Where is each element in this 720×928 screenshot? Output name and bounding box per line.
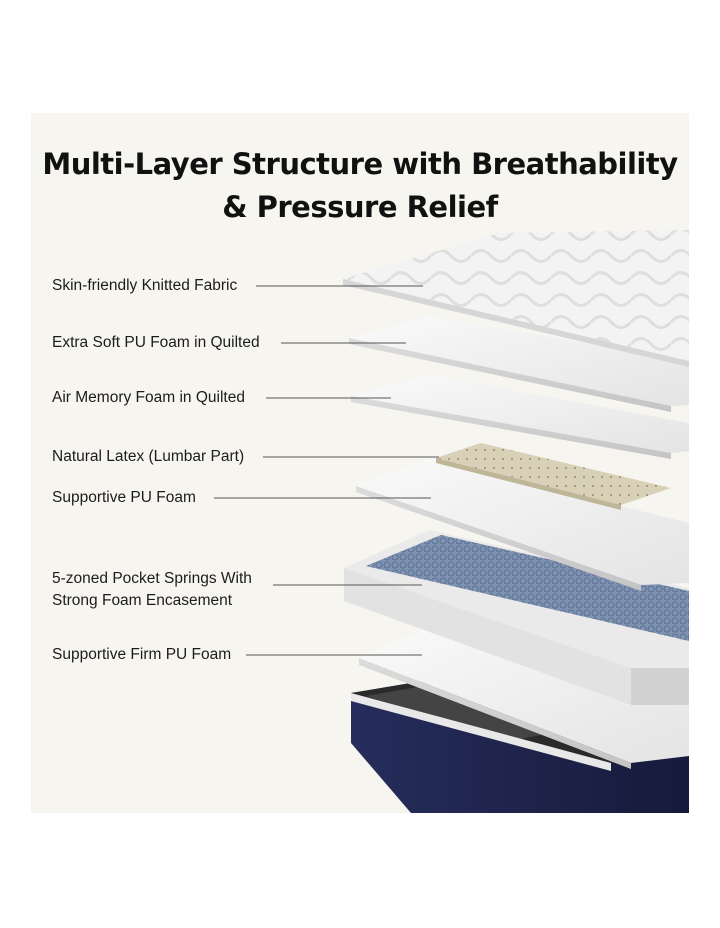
- label-memory-foam: Air Memory Foam in Quilted: [52, 389, 245, 406]
- mattress-base: [351, 680, 689, 813]
- label-firm-foam: Supportive Firm PU Foam: [52, 646, 232, 663]
- mattress-layers-illustration: [214, 230, 689, 813]
- leader-lines: [214, 285, 439, 656]
- product-infographic: Multi-Layer Structure with Breathability…: [31, 113, 689, 813]
- title-line-1: Multi-Layer Structure with Breathability: [42, 147, 678, 181]
- label-supportive-foam: Supportive PU Foam: [52, 489, 196, 506]
- layer-memory-foam: [351, 375, 689, 459]
- label-latex: Natural Latex (Lumbar Part): [52, 448, 245, 465]
- layer-pocket-springs: [344, 530, 689, 705]
- page-title: Multi-Layer Structure with Breathability…: [31, 143, 689, 229]
- layer-firm-foam: [359, 628, 689, 769]
- label-pocket-springs-line-2: Strong Foam Encasement: [52, 592, 233, 609]
- title-line-2: & Pressure Relief: [222, 190, 498, 224]
- layer-latex: [436, 443, 671, 510]
- label-knitted-fabric: Skin-friendly Knitted Fabric: [52, 277, 238, 294]
- label-soft-foam: Extra Soft PU Foam in Quilted: [52, 334, 260, 351]
- label-pocket-springs: 5-zoned Pocket Springs With Strong Foam …: [52, 568, 252, 612]
- layer-supportive-foam: [356, 458, 689, 591]
- layer-soft-foam: [349, 316, 689, 412]
- label-pocket-springs-line-1: 5-zoned Pocket Springs With: [52, 570, 252, 587]
- layer-knitted-fabric: [343, 230, 689, 367]
